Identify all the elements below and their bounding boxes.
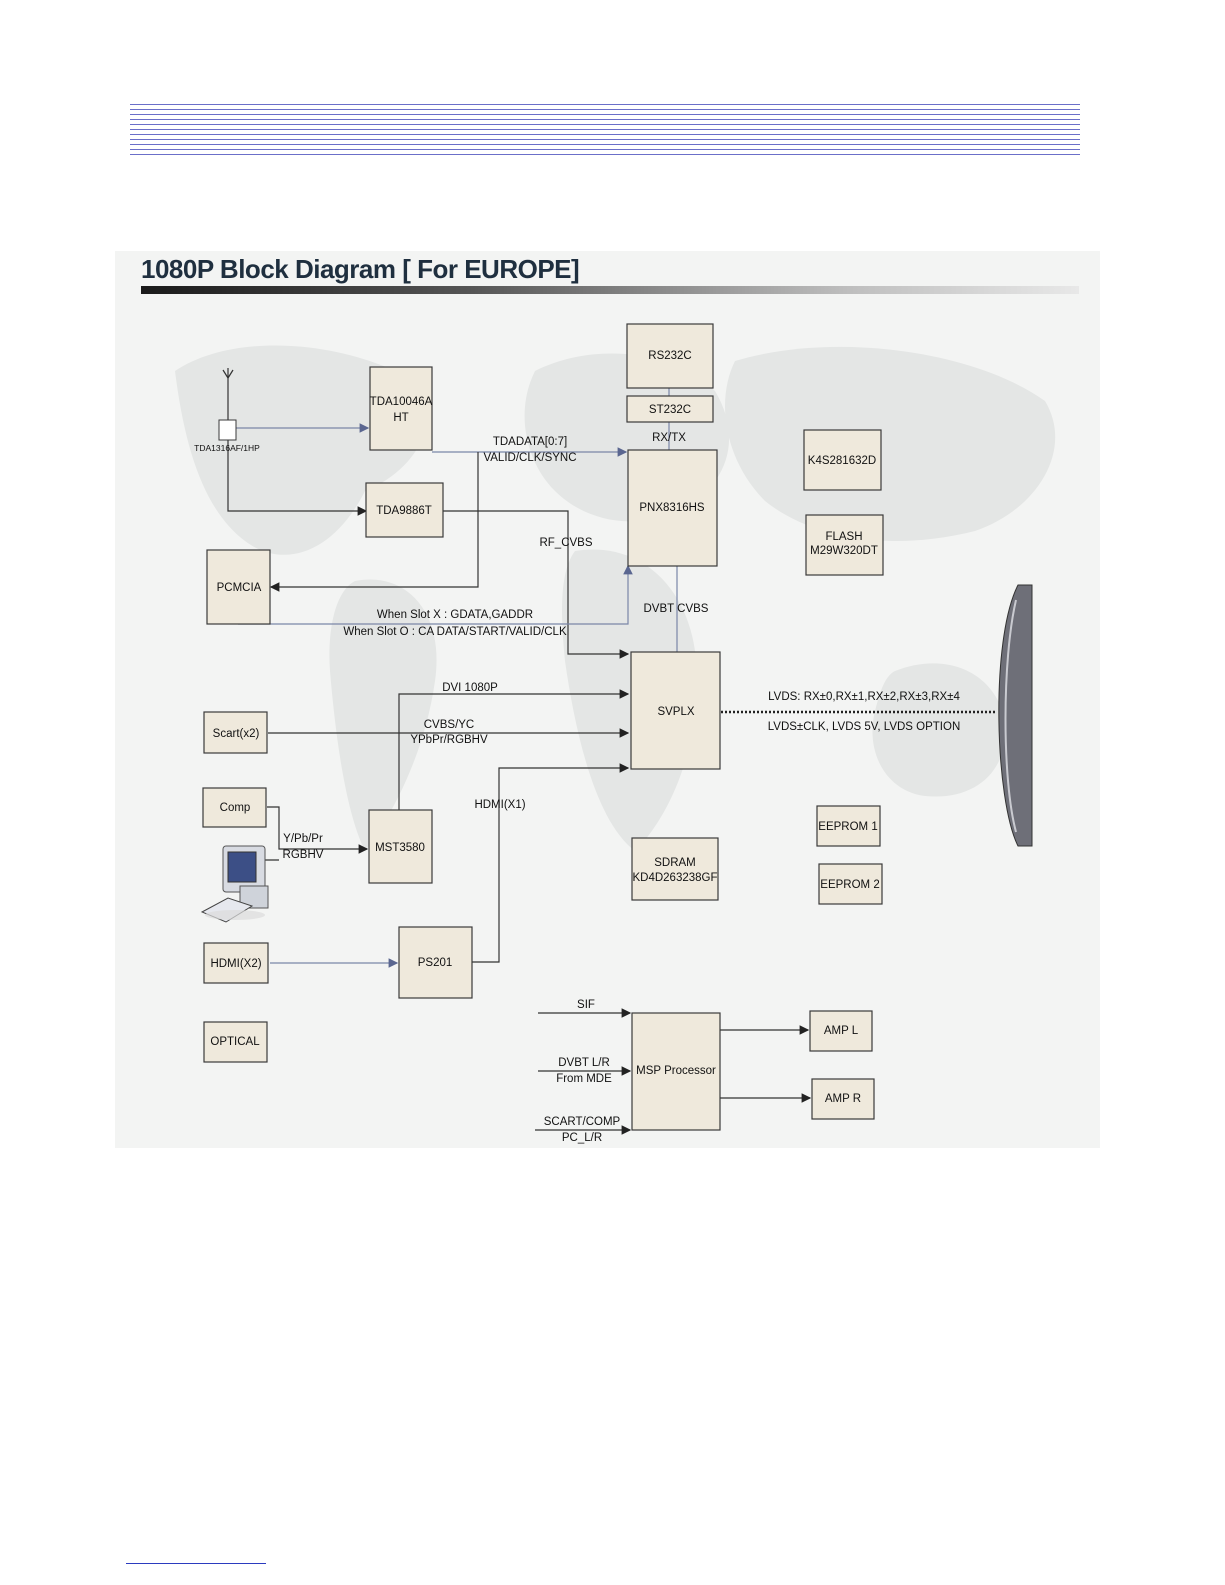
block-labels: RS232C ST232C TDA10046A HT TDA1316AF/1HP… [194,350,880,1105]
footer-rule [126,1563,266,1564]
signal-dvbt-cvbs: DVBT CVBS [644,603,709,615]
label-eeprom1: EEPROM 1 [818,821,877,833]
signal-ypbpr-2: RGBHV [283,849,324,861]
signal-lvds-2: LVDS±CLK, LVDS 5V, LVDS OPTION [768,721,961,733]
signal-lvds-1: LVDS: RX±0,RX±1,RX±2,RX±3,RX±4 [768,691,960,703]
display-panel-icon [998,584,1033,847]
diagram-title: 1080P Block Diagram [ For EUROPE] [141,254,580,284]
signal-tdadata-1: TDADATA[0:7] [493,436,567,448]
block-comp [202,787,267,828]
label-ps201: PS201 [418,957,453,969]
block-tuner [218,419,237,441]
label-optical: OPTICAL [210,1036,260,1048]
block-rs232c [626,323,714,389]
label-flash-1: FLASH [825,531,862,543]
signal-cvbs-2: YPbPr/RGBHV [410,734,488,746]
signal-rf-cvbs: RF_CVBS [539,537,592,549]
label-tda10046a-1: TDA10046A [370,396,433,408]
block-scart [203,711,268,754]
block-sdram [631,837,719,901]
block-amp-r [811,1078,875,1120]
label-flash-2: M29W320DT [810,545,878,557]
block-tda10046a [369,366,433,451]
signal-sif: SIF [577,999,595,1011]
signal-rxtx: RX/TX [652,432,686,444]
label-mst3580: MST3580 [375,842,425,854]
block-st232c [626,395,714,423]
block-hdmi-x2 [203,942,269,984]
label-sdram-2: KD4D263238GF [632,872,717,884]
signal-scart-comp-2: PC_L/R [562,1132,602,1144]
label-tda10046a-2: HT [393,412,408,424]
label-msp-processor: MSP Processor [636,1065,716,1077]
block-k4s281632d [803,429,882,491]
block-svplx [630,651,721,770]
block-eeprom2 [818,863,883,905]
block-optical [203,1021,268,1063]
label-sdram-1: SDRAM [654,857,696,869]
header-rule [130,104,1080,160]
label-amp-l: AMP L [824,1025,859,1037]
label-tuner: TDA1316AF/1HP [194,443,260,453]
block-flash [805,514,884,576]
label-hdmi-x2: HDMI(X2) [210,958,261,970]
label-pnx8316hs: PNX8316HS [639,502,705,514]
signal-slot-x: When Slot X : GDATA,GADDR [377,609,533,621]
title-underline-bar [141,286,1079,294]
signal-dvbt-lr-2: From MDE [556,1073,612,1085]
label-amp-r: AMP R [825,1093,861,1105]
label-tda9886t: TDA9886T [376,505,432,517]
signal-ypbpr-1: Y/Pb/Pr [283,833,323,845]
block-pcmcia [206,549,271,625]
signal-labels: RX/TX TDADATA[0:7] VALID/CLK/SYNC RF_CVB… [283,432,961,1144]
block-eeprom1 [816,805,881,847]
signal-dvi: DVI 1080P [442,682,498,694]
signal-tdadata-2: VALID/CLK/SYNC [483,452,576,464]
block-ps201 [398,926,473,999]
label-k4s281632d: K4S281632D [808,455,876,467]
connection-lines [227,388,997,1135]
label-st232c: ST232C [649,404,691,416]
label-svplx: SVPLX [657,706,694,718]
signal-hdmi-x1: HDMI(X1) [474,799,525,811]
block-amp-l [809,1010,873,1052]
label-pcmcia: PCMCIA [217,582,262,594]
pc-computer-icon [200,845,269,923]
diagram-panel [115,251,1100,1148]
label-rs232c: RS232C [648,350,691,362]
signal-cvbs-1: CVBS/YC [424,719,475,731]
block-tda9886t [365,482,444,538]
signal-scart-comp-1: SCART/COMP [544,1116,621,1128]
antenna-icon [222,368,234,422]
label-eeprom2: EEPROM 2 [820,879,879,891]
block-pnx8316hs [627,449,718,567]
signal-slot-o: When Slot O : CA DATA/START/VALID/CLK [343,626,567,638]
label-scart: Scart(x2) [213,728,260,740]
signal-dvbt-lr-1: DVBT L/R [558,1057,610,1069]
block-msp-processor [631,1012,721,1131]
label-comp: Comp [220,802,251,814]
block-mst3580 [368,809,433,884]
